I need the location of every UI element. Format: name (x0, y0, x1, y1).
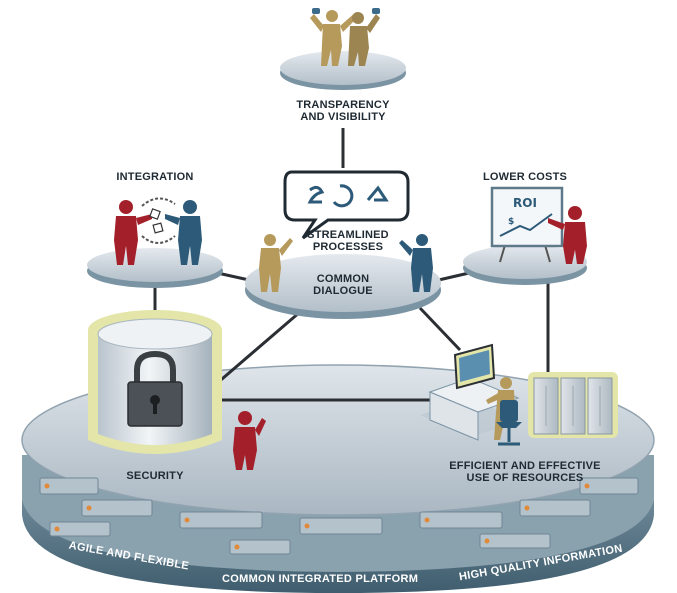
rack-unit (49, 521, 111, 537)
workstation-icon (420, 343, 522, 446)
label-transparency: TRANSPARENCY AND VISIBILITY (296, 99, 390, 123)
figure-security-guard-icon (233, 411, 266, 470)
disc-lower-costs (463, 245, 587, 285)
rack-unit (229, 539, 291, 555)
rack-unit (419, 511, 503, 529)
platform-label-common: COMMON INTEGRATED PLATFORM (222, 573, 419, 585)
speech-bubble-processes-icon (283, 170, 410, 240)
servers-icon (528, 372, 618, 438)
disc-transparency (280, 51, 406, 90)
label-common-dialogue: COMMON DIALOGUE (313, 273, 373, 297)
figures-integration-icon (114, 197, 202, 265)
label-streamlined-processes: STREAMLINED PROCESSES (307, 229, 389, 253)
padlock-icon (127, 350, 183, 427)
rack-unit (519, 499, 591, 517)
disc-integration (87, 248, 223, 288)
figures-dialogue-icon (259, 234, 433, 292)
rack-unit (299, 517, 383, 535)
figures-handshake-icon (310, 8, 380, 66)
label-efficient-resources: EFFICIENT AND EFFECTIVE USE OF RESOURCES (449, 460, 601, 484)
rack-unit (179, 511, 263, 529)
roi-text: ROI (513, 196, 537, 210)
rack-unit (39, 477, 99, 495)
rack-unit (579, 477, 639, 495)
label-security: SECURITY (126, 470, 184, 482)
rack-lights (44, 483, 590, 550)
rack-unit (81, 499, 153, 517)
label-lower-costs: LOWER COSTS (482, 171, 568, 183)
label-integration: INTEGRATION (116, 171, 194, 183)
svg-text:$: $ (508, 217, 514, 227)
disc-common-dialogue (245, 254, 441, 319)
roi-board-icon: ROI $ (490, 186, 587, 264)
rack-unit (479, 533, 551, 549)
platform-rack-units (39, 477, 639, 555)
